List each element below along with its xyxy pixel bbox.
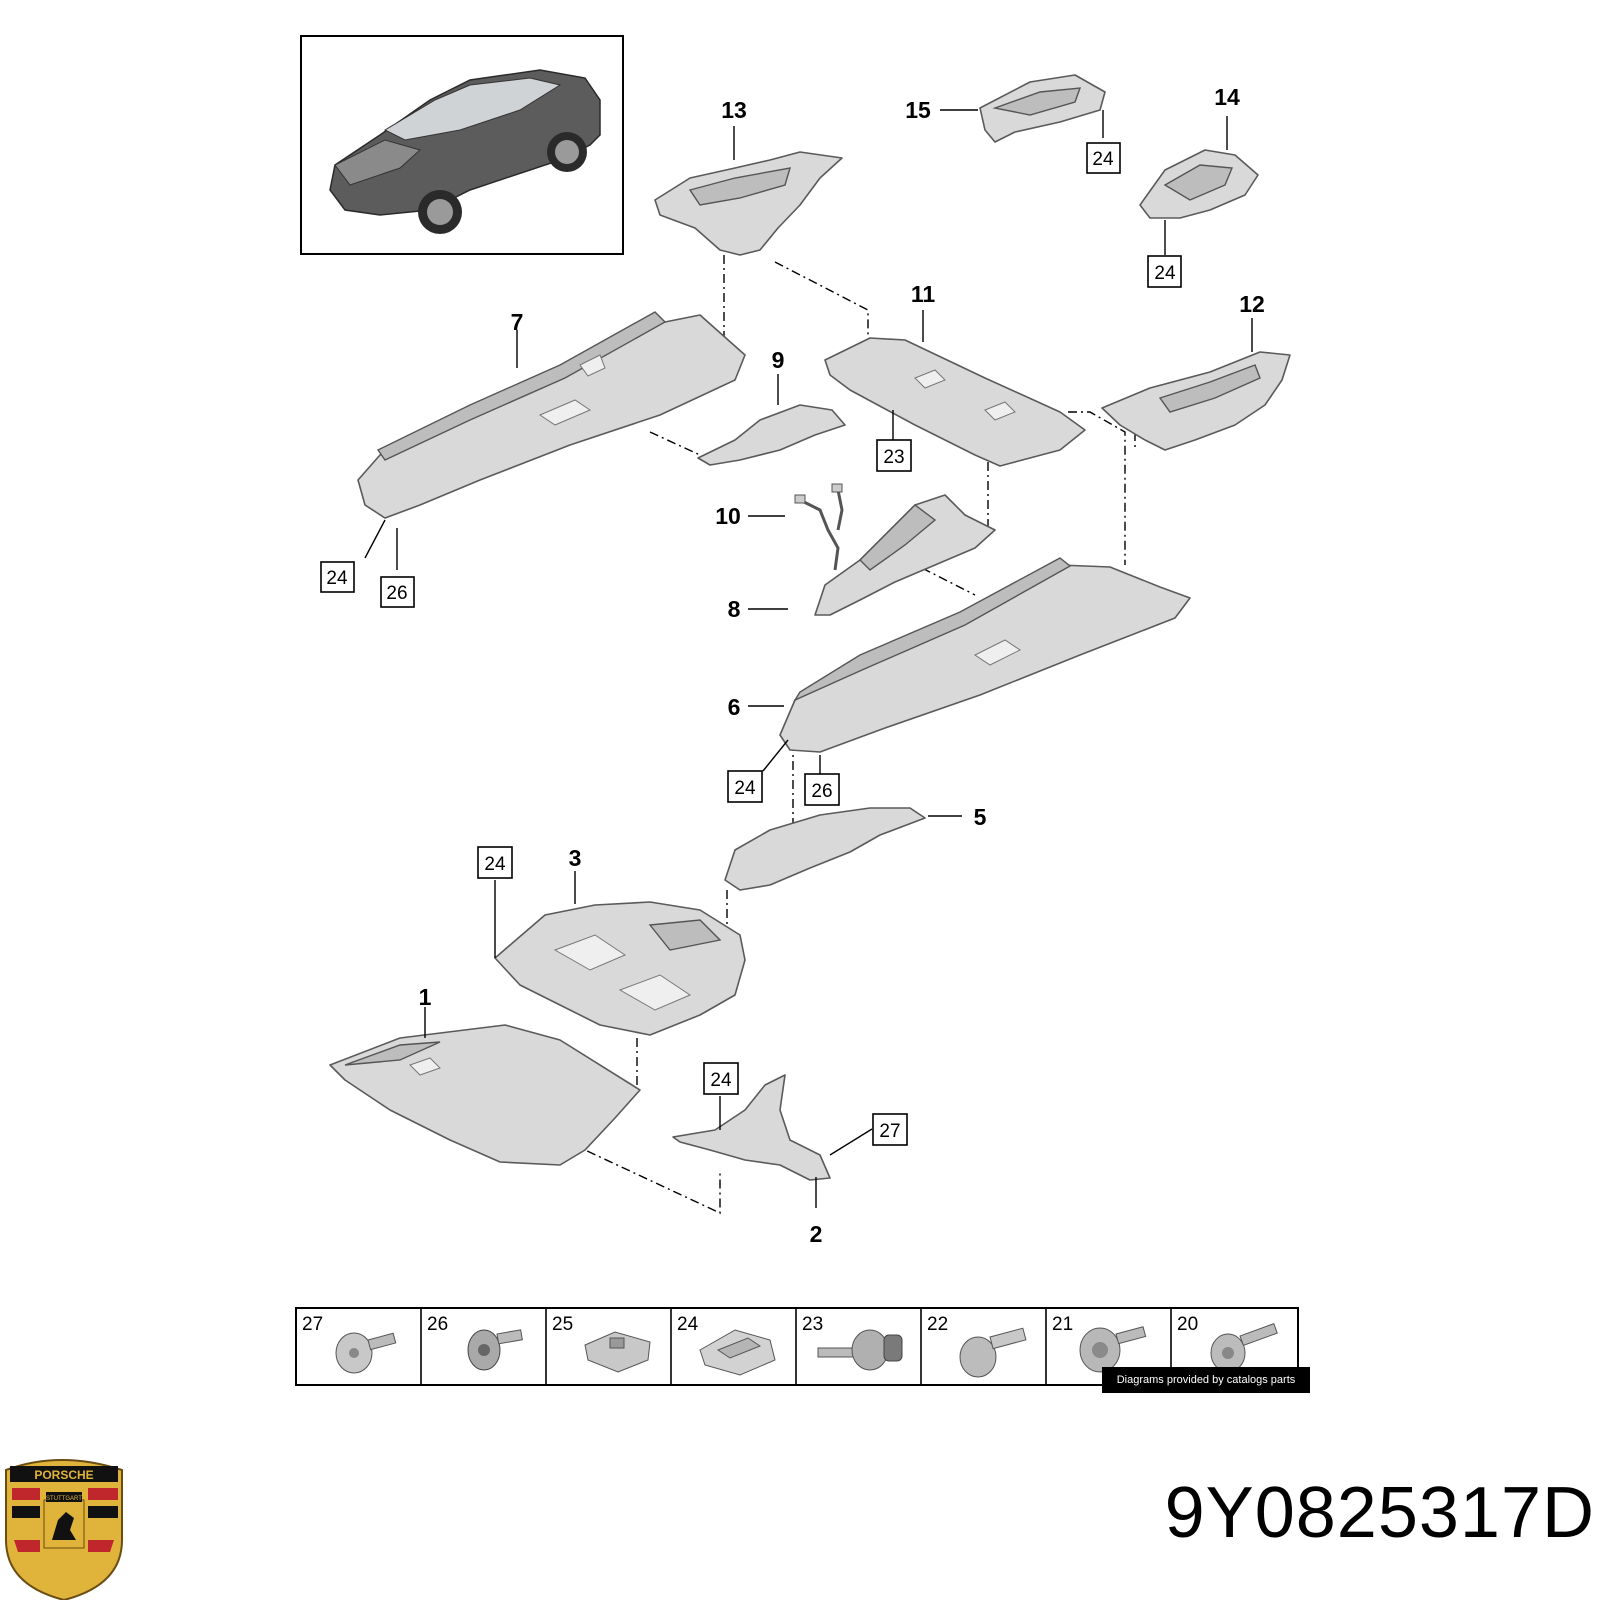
fastener-legend: 27 26 25 24 23 22 21 20 (295, 1307, 1299, 1386)
tag-24: 24 (710, 1070, 732, 1091)
washer-screw-icon (1079, 1326, 1147, 1373)
legend-num: 21 (1052, 1314, 1073, 1335)
clip-nut-icon (584, 1331, 651, 1373)
part-9-bracket[interactable] (697, 404, 846, 466)
part-8-shield[interactable] (814, 494, 996, 616)
legend-num: 20 (1177, 1314, 1198, 1335)
legend-num: 23 (802, 1314, 823, 1335)
callout-8: 8 (728, 596, 741, 622)
legend-num: 27 (302, 1314, 323, 1335)
push-rivet-icon (959, 1327, 1027, 1378)
tag-24: 24 (326, 568, 348, 589)
callout-2: 2 (810, 1221, 823, 1247)
tag-23: 23 (883, 447, 904, 468)
part-6-panel[interactable] (779, 557, 1191, 753)
tag-24: 24 (1092, 149, 1114, 170)
expansion-rivet-icon (817, 1329, 903, 1371)
legend-num: 22 (927, 1314, 948, 1335)
callout-1: 1 (419, 984, 432, 1010)
diagram-credit: Diagrams provided by catalogs parts (1102, 1367, 1310, 1393)
spring-clip-icon (699, 1329, 776, 1376)
callout-12: 12 (1239, 291, 1265, 317)
callout-6: 6 (728, 694, 741, 720)
part-number: 9Y0825317D (1164, 1473, 1595, 1553)
legend-num: 24 (677, 1314, 699, 1335)
svg-text:STUTTGART: STUTTGART (46, 1496, 82, 1502)
callout-3: 3 (569, 845, 582, 871)
callout-14: 14 (1214, 84, 1240, 110)
tag-24: 24 (1154, 263, 1176, 284)
leader-lines (364, 109, 1253, 1208)
callout-11: 11 (911, 281, 936, 307)
collar-screw-icon (467, 1329, 523, 1371)
porsche-crest-logo: PORSCHE STUTTGART (5, 1459, 123, 1600)
callout-13: 13 (721, 97, 747, 123)
part-15-shield[interactable] (979, 74, 1106, 143)
flange-screw-icon (335, 1332, 397, 1374)
tag-26: 26 (811, 781, 832, 802)
tag-24: 24 (484, 854, 506, 875)
callout-9: 9 (772, 347, 785, 373)
vehicle-thumbnail (300, 35, 624, 255)
part-13-shield[interactable] (654, 151, 843, 256)
part-12-shield[interactable] (1101, 351, 1291, 451)
part-3-plate[interactable] (494, 901, 746, 1036)
hex-bolt-icon (1210, 1323, 1278, 1373)
tag-26: 26 (386, 583, 407, 604)
part-5-shield[interactable] (724, 807, 926, 891)
part-7-panel[interactable] (357, 311, 746, 519)
callout-7: 7 (511, 309, 524, 335)
legend-num: 25 (552, 1314, 573, 1335)
callout-numbers: 13 15 14 7 9 11 12 10 8 6 5 3 1 2 (419, 84, 1265, 1247)
part-10-wiring[interactable] (794, 483, 844, 571)
callout-15: 15 (905, 97, 931, 123)
callout-10: 10 (715, 503, 741, 529)
part-1-plate[interactable] (329, 1024, 641, 1166)
tag-24: 24 (734, 778, 756, 799)
fastener-tags: 24 24 24 26 23 24 26 24 24 27 (320, 142, 1182, 1146)
callout-5: 5 (974, 804, 987, 830)
part-11-panel[interactable] (824, 337, 1086, 467)
tag-27: 27 (879, 1121, 900, 1142)
svg-text:PORSCHE: PORSCHE (34, 1468, 93, 1482)
part-2-bracket[interactable] (672, 1074, 831, 1181)
part-14-shield[interactable] (1139, 149, 1259, 219)
legend-num: 26 (427, 1314, 448, 1335)
